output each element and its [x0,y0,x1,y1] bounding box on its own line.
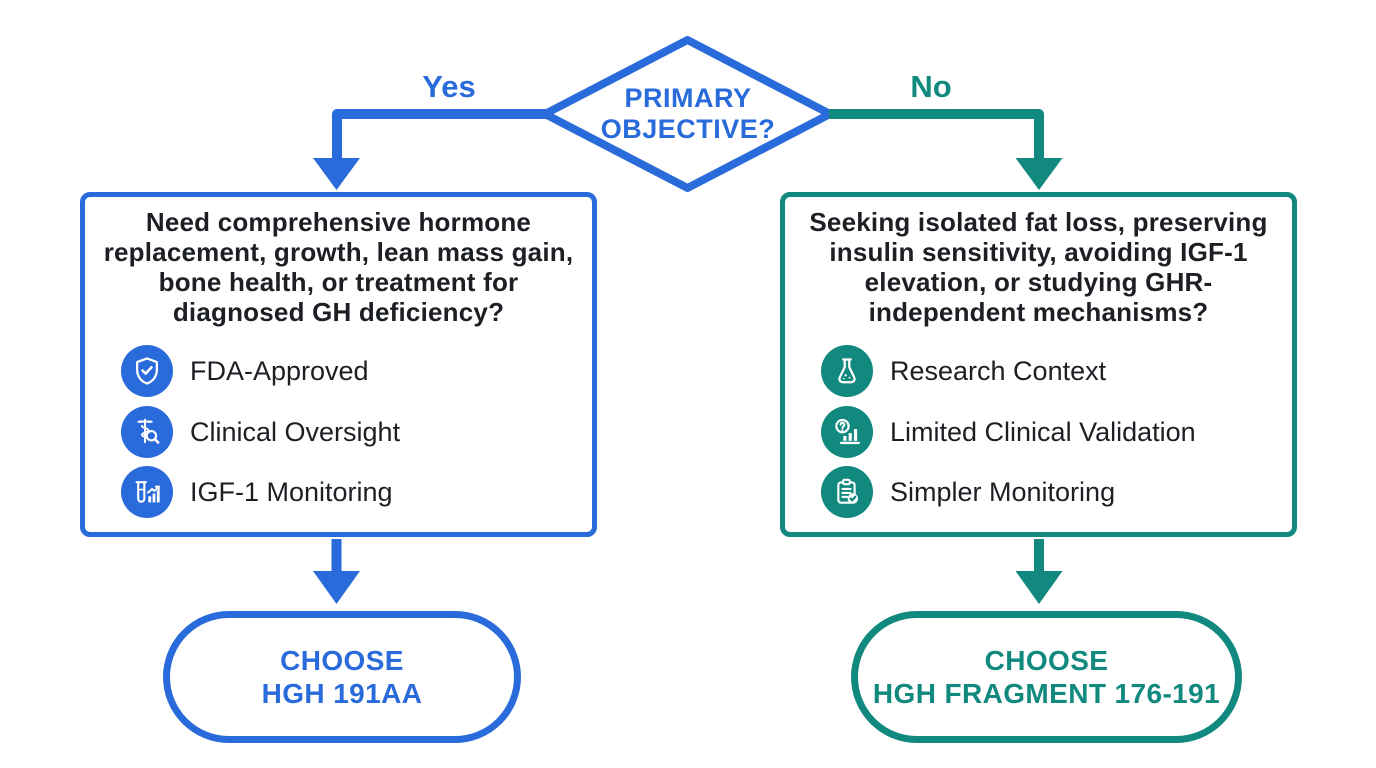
decision-diamond-label: PRIMARY OBJECTIVE? [552,83,824,145]
left-result-line2: HGH 191AA [261,678,423,709]
list-item: Simpler Monitoring [821,466,1115,518]
list-item: FDA-Approved [121,345,369,397]
list-item: Limited Clinical Validation [821,406,1196,458]
caduceus-search-icon [121,406,173,458]
shield-check-icon [121,345,173,397]
left-result-line1: CHOOSE [280,645,404,676]
item-label: Clinical Oversight [190,416,401,447]
item-label: Research Context [890,355,1107,386]
branch-yes-label: Yes [422,69,476,104]
diamond-label-line2: OBJECTIVE? [600,114,776,144]
decision-diamond [541,36,834,192]
no-arrowhead-icon [1015,158,1063,190]
yes-connector-line [332,109,546,160]
right-question-text: Seeking isolated fat loss, preserving in… [809,207,1268,327]
list-item: Clinical Oversight [121,406,400,458]
yes-arrowhead-icon [313,158,360,190]
flask-icon [821,345,873,397]
left-result-pill: CHOOSE HGH 191AA [163,611,521,743]
question-chart-icon [821,406,873,458]
test-tube-chart-icon [121,466,173,518]
list-item: IGF-1 Monitoring [121,466,393,518]
right-result-pill: CHOOSE HGH FRAGMENT 176-191 [851,611,1242,743]
item-label: Simpler Monitoring [890,476,1116,507]
branch-no-label: No [910,69,952,104]
diamond-label-line1: PRIMARY [624,83,752,113]
list-item: Research Context [821,345,1106,397]
right-question-box: Seeking isolated fat loss, preserving in… [780,192,1297,537]
item-label: Limited Clinical Validation [890,416,1196,447]
clipboard-check-icon [821,466,873,518]
left-result-arrowhead-icon [313,571,360,604]
right-result-line2: HGH FRAGMENT 176-191 [872,678,1221,709]
no-connector-line [829,109,1044,160]
right-result-arrowhead-icon [1015,571,1063,604]
left-question-box: Need comprehensive hormone replacement, … [80,192,597,537]
left-question-text: Need comprehensive hormone replacement, … [103,207,574,327]
item-label: FDA-Approved [190,355,369,386]
right-result-line1: CHOOSE [984,645,1109,676]
item-label: IGF-1 Monitoring [190,476,393,507]
